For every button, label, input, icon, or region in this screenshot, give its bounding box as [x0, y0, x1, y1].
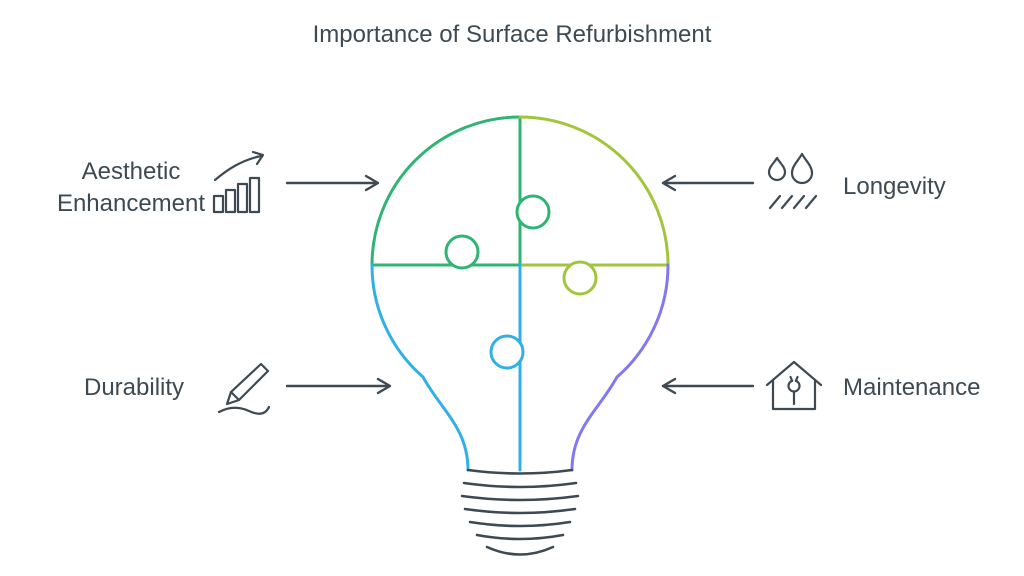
growth-chart-icon: [212, 150, 265, 214]
label-aesthetic-enhancement: Aesthetic Enhancement: [56, 158, 206, 217]
puzzle-piece-bottom-left: [370, 263, 525, 472]
puzzle-knob-down: [562, 260, 598, 296]
arrow-maintenance-left-icon: [661, 377, 755, 395]
puzzle-knob-left: [489, 334, 525, 370]
label-longevity: Longevity: [843, 173, 946, 200]
pen-icon: [217, 362, 271, 415]
arrow-aesthetic-right-icon: [285, 174, 380, 192]
puzzle-piece-top-left: [370, 115, 551, 270]
puzzle-knob-right: [515, 194, 551, 230]
label-maintenance: Maintenance: [843, 374, 981, 401]
puzzle-knob-up: [444, 234, 480, 270]
house-wrench-icon: [765, 360, 823, 411]
bulb-outline-bottom-right: [570, 263, 670, 472]
bulb-screw-base: [460, 468, 580, 556]
bulb-outline-top-right: [518, 115, 670, 267]
arrow-durability-right-icon: [285, 377, 392, 395]
arrow-longevity-left-icon: [661, 174, 755, 192]
water-drops-icon: [767, 152, 818, 210]
page-title: Importance of Surface Refurbishment: [312, 21, 712, 48]
bulb-outline-bottom-left: [370, 263, 470, 472]
wrench-head: [787, 379, 801, 393]
puzzle-piece-top-right: [518, 115, 670, 296]
bulb-outline-top-left: [370, 115, 522, 267]
connector-arrows: [285, 174, 755, 395]
label-durability: Durability: [84, 374, 185, 401]
puzzle-piece-bottom-right: [570, 263, 670, 472]
